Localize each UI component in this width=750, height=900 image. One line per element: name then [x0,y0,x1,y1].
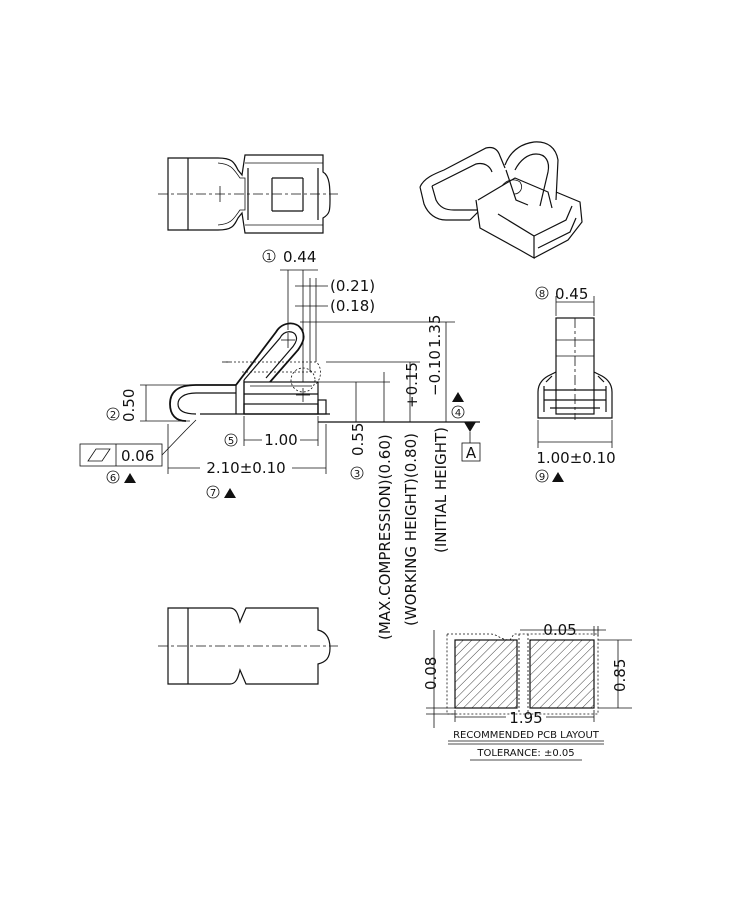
side-view: 1 0.44 (0.21) (0.18) 2 0.50 A +0.15 −0.1… [79,248,481,640]
max-compression-marker: 3 [354,469,360,480]
gap-021-dimension: (0.21) [330,277,375,295]
initial-height-dimension: 1.35 [426,315,444,348]
overall-length-dimension: 2.10±0.10 [206,459,285,477]
flatness-marker: 6 [110,473,116,484]
initial-height-label: (INITIAL HEIGHT) [432,427,450,553]
thickness-marker: 1 [266,252,272,263]
pcb-length-dimension: 1.95 [509,709,542,727]
pcb-layout-title: RECOMMENDED PCB LAYOUT [453,730,600,741]
left-height-dimension: 0.50 [120,389,138,422]
initial-height-marker: 4 [455,408,461,419]
gap-018-dimension: (0.18) [330,297,375,315]
initial-height-tolerance-lower: −0.10 [426,350,444,396]
pcb-offset-dimension: 0.08 [422,657,440,690]
initial-height-tolerance-upper: +0.15 [403,362,421,408]
top-width-marker: 8 [539,289,545,300]
pad-length-marker: 5 [228,436,234,447]
left-height-marker: 2 [110,410,116,421]
working-height-label: (WORKING HEIGHT)(0.80) [402,433,420,626]
pcb-height-dimension: 0.85 [611,659,629,692]
max-compression-dimension: 0.55 [349,423,367,456]
bottom-view [158,607,338,685]
datum-label: A [466,444,477,462]
pcb-tolerance: TOLERANCE: ±0.05 [476,748,574,759]
thickness-dimension: 0.44 [283,248,316,266]
max-compression-label: (MAX.COMPRESSION)(0.60) [376,434,394,640]
front-view: 8 0.45 1.00±0.10 9 [535,285,616,483]
pad-length-dimension: 1.00 [264,431,297,449]
top-view [158,154,338,234]
isometric-view [419,141,583,260]
base-width-dimension: 1.00±0.10 [536,449,615,467]
base-width-marker: 9 [539,472,545,483]
flatness-value: 0.06 [121,447,154,465]
pcb-layout: 0.05 0.85 0.08 1.95 RECOMMENDED PCB LAYO… [422,621,632,761]
pcb-gap-dimension: 0.05 [543,621,576,639]
overall-length-marker: 7 [210,488,216,499]
top-width-dimension: 0.45 [555,285,588,303]
